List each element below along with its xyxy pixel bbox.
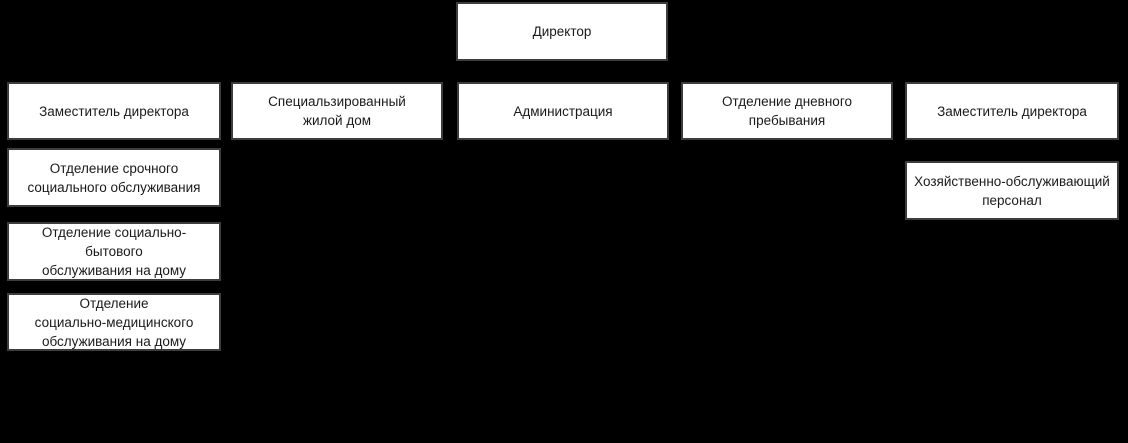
- node-maintenance-service-staff: Хозяйственно-обслуживающий персонал: [905, 161, 1119, 220]
- node-specialized-residential-house: Специальзированный жилой дом: [231, 82, 443, 140]
- node-deputy-director-left: Заместитель директора: [7, 82, 221, 140]
- node-deputy-director-right: Заместитель директора: [905, 82, 1119, 140]
- node-urgent-social-services-department: Отделение срочного социального обслужива…: [7, 148, 221, 207]
- node-director: Директор: [456, 2, 668, 61]
- node-administration: Администрация: [457, 82, 669, 140]
- node-day-stay-department: Отделение дневного пребывания: [681, 82, 893, 140]
- node-social-medical-home-services-department: Отделение социально-медицинского обслужи…: [7, 293, 221, 351]
- node-social-household-home-services-department: Отделение социально-бытового обслуживани…: [7, 222, 221, 281]
